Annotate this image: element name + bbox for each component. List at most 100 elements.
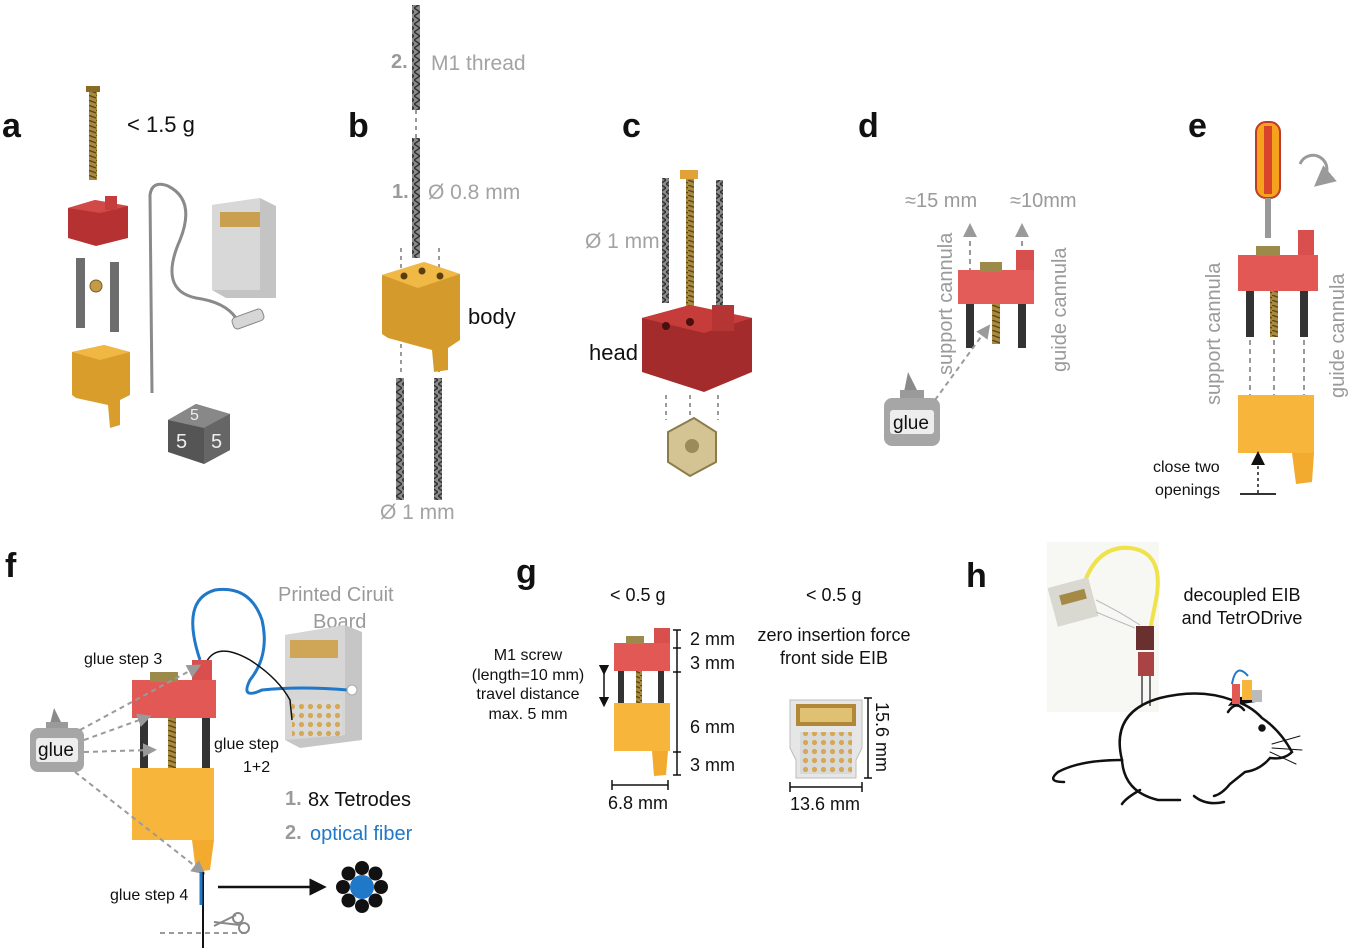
drill-bit-1mm-left [396, 378, 404, 500]
drill-bit-1mm-right [434, 378, 442, 500]
guide-cannula-label: guide cannula [1049, 247, 1071, 372]
support-cannula-rod [76, 258, 85, 328]
body-part [382, 262, 460, 372]
panel-label-h: h [966, 557, 987, 595]
pcb-label-line2: Board [313, 611, 366, 633]
svg-text:5: 5 [211, 431, 222, 453]
drive-assembly [132, 660, 216, 872]
screwdriver-icon [1255, 121, 1281, 238]
drill-dia-label: Ø 1 mm [585, 230, 660, 253]
support-cannula-label: support cannula [935, 232, 957, 375]
implant-icon [1228, 669, 1262, 706]
eib-height-label: 15.6 mm [872, 702, 892, 772]
support-cannula-label: support cannula [1203, 262, 1225, 405]
head-label: head [589, 340, 638, 365]
panel-e: e support cannula guide cannula close tw… [1153, 107, 1349, 499]
pcb-board [285, 625, 362, 748]
panel-c: c Ø 1 mm head [585, 107, 752, 478]
guide-cannula-rod [1300, 291, 1308, 337]
panel-a: a < 1.5 g [2, 86, 276, 464]
rotate-arrow-icon [1298, 153, 1337, 187]
screw-info-line2: (length=10 mm) [472, 667, 585, 684]
drill-08-label: Ø 0.8 mm [428, 181, 520, 204]
screw-info-line4: max. 5 mm [488, 706, 567, 723]
panel-d: d ≈15 mm ≈10mm support cannula guide can… [858, 107, 1077, 446]
pcb-label-line1: Printed Ciruit [278, 584, 394, 606]
weight-label: < 1.5 g [127, 112, 195, 137]
glue-step-4-label: glue step 4 [110, 887, 188, 904]
tetrodes-label: 8x Tetrodes [308, 789, 411, 811]
body-part [72, 345, 130, 428]
panel-g: g < 0.5 g < 0.5 g M1 screw (length=10 mm… [472, 553, 911, 814]
item-1-number: 1. [285, 788, 302, 810]
panel-label-b: b [348, 107, 369, 145]
drill-bit-left [662, 178, 669, 303]
glue-bottle [30, 708, 84, 772]
guide-cannula-rod [1018, 304, 1026, 348]
dim-2mm-label: 2 mm [690, 629, 735, 649]
support-cannula-rod [1246, 291, 1254, 337]
decoupled-label-line2: and TetrODrive [1182, 608, 1303, 628]
connector-plug [231, 308, 265, 330]
guide-cannula-label: guide cannula [1327, 273, 1349, 398]
body-part [1238, 395, 1314, 484]
scissors-icon [213, 912, 250, 934]
screw-info-line1: M1 screw [494, 647, 563, 664]
item-2-number: 2. [285, 822, 302, 844]
m1-screw [89, 92, 97, 180]
mouse-icon [1051, 692, 1303, 806]
support-cannula-rod [966, 304, 974, 348]
guide-length-label: ≈10mm [1010, 190, 1077, 212]
optical-fiber-label: optical fiber [310, 823, 413, 845]
optical-fiber-wire [191, 587, 349, 695]
drill-1mm-label: Ø 1 mm [380, 501, 455, 524]
dim-3mm-top-label: 3 mm [690, 653, 735, 673]
panel-label-f: f [5, 547, 17, 585]
close-openings-line1: close two [1153, 459, 1220, 476]
glue-bottle [884, 372, 940, 446]
head-part [1238, 230, 1318, 291]
fiber-wire [148, 182, 238, 394]
body-label: body [468, 304, 516, 329]
glue-label: glue [38, 740, 74, 761]
screw-head [86, 86, 100, 92]
svg-text:5: 5 [190, 407, 199, 424]
head-part [642, 305, 752, 392]
step-2-number: 2. [391, 51, 408, 73]
eib-width-label: 13.6 mm [790, 794, 860, 814]
panel-b: b 2. M1 thread 1. Ø 0.8 mm body Ø 1 mm [348, 5, 526, 524]
head-part [68, 196, 128, 246]
tetrode-wire [204, 650, 293, 721]
drive-assembly [614, 628, 670, 776]
width-left-label: 6.8 mm [608, 793, 668, 813]
dim-6mm-label: 6 mm [690, 717, 735, 737]
eib-board [212, 198, 276, 298]
screw-head [680, 170, 698, 179]
eib-info-line2: front side EIB [780, 648, 888, 668]
glue-step-12-line2: 1+2 [243, 759, 270, 776]
m1-screw [686, 179, 694, 307]
head-part [958, 250, 1034, 304]
eib-info-line1: zero insertion force [757, 625, 910, 645]
glue-step-3-label: glue step 3 [84, 651, 162, 668]
m1-thread-label: M1 thread [431, 52, 526, 75]
dice: 5 5 5 [168, 404, 230, 464]
dim-3mm-bottom-label: 3 mm [690, 755, 735, 775]
eib-board [789, 699, 863, 779]
panel-label-c: c [622, 107, 641, 145]
drill-bit-m1 [412, 5, 420, 110]
panel-label-d: d [858, 107, 879, 145]
panel-label-e: e [1188, 107, 1207, 145]
svg-text:5: 5 [176, 431, 187, 453]
panel-label-g: g [516, 553, 537, 591]
assembly-photo [1047, 542, 1160, 712]
decoupled-label-line1: decoupled EIB [1183, 585, 1300, 605]
close-openings-line2: openings [1155, 482, 1220, 499]
drill-bit-08 [412, 138, 420, 258]
drill-bit-right [716, 180, 723, 305]
m1-screw [1270, 291, 1278, 337]
panel-h: h decoupled EIB and TetrODrive [966, 542, 1303, 806]
m1-screw [992, 304, 1000, 344]
tetrode-bundle-icon [336, 861, 388, 913]
